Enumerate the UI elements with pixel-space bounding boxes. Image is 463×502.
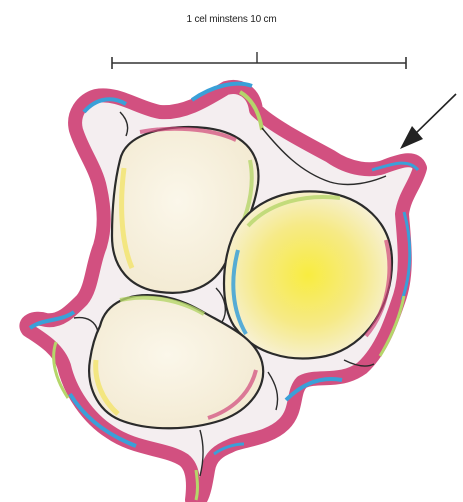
scale-bar (112, 52, 406, 69)
cell-right (224, 191, 392, 358)
arrow-down-left-icon (400, 94, 456, 149)
